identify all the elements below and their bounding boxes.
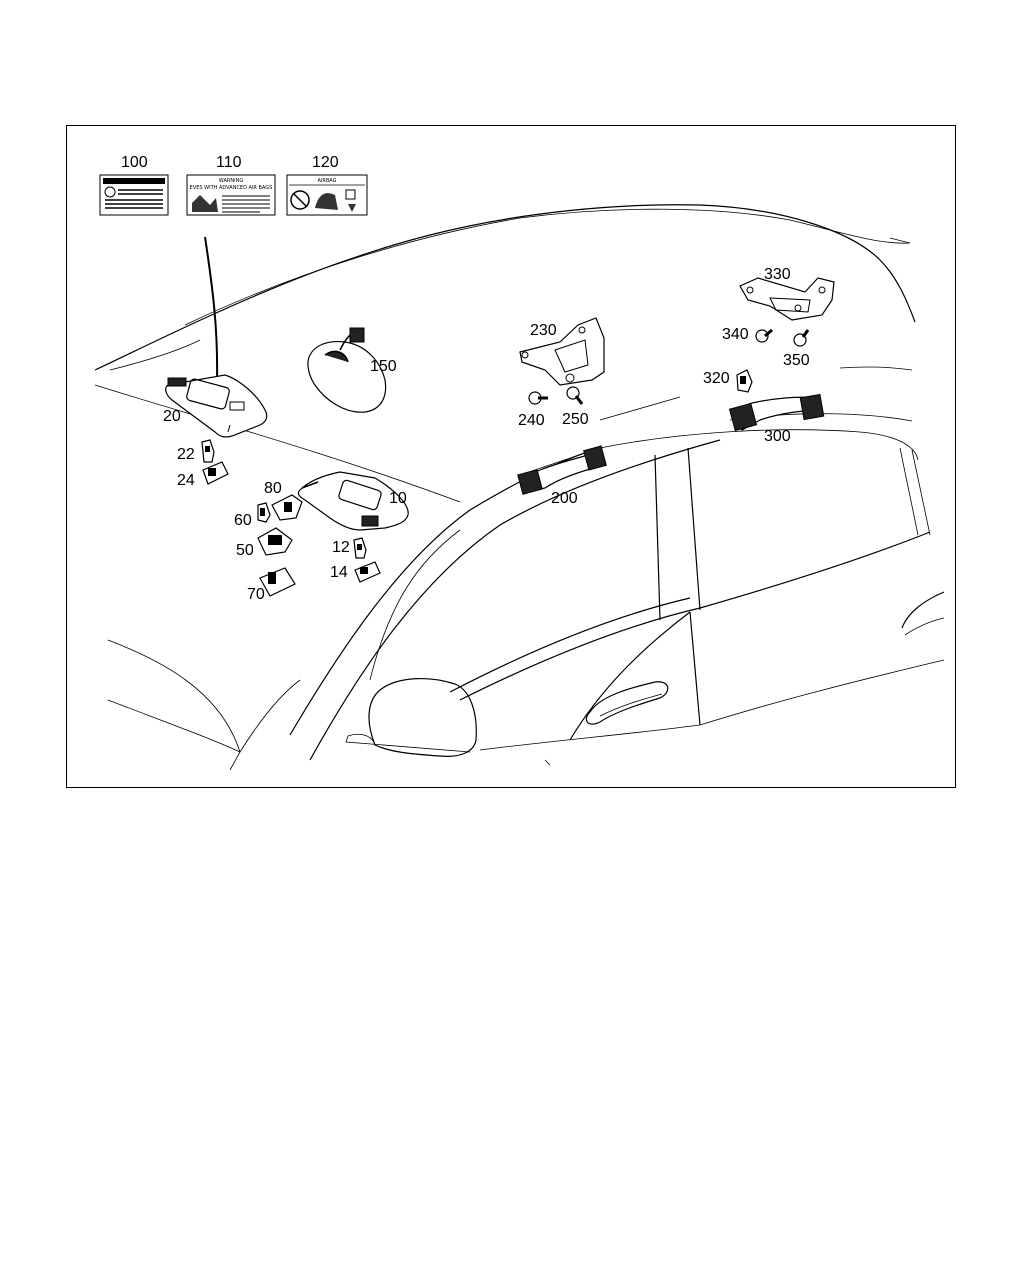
cover-24 <box>202 461 229 485</box>
callout-230: 230 <box>530 322 557 339</box>
label-110-heading: WARNING <box>219 178 244 184</box>
callout-200: 200 <box>551 490 578 507</box>
callout-24: 24 <box>177 472 195 489</box>
callout-50: 50 <box>236 542 254 559</box>
clip-60 <box>257 502 271 523</box>
warning-label-100 <box>99 174 169 216</box>
callout-12: 12 <box>332 539 350 556</box>
screw-240 <box>528 391 548 405</box>
callout-350: 350 <box>783 352 810 369</box>
screw-340 <box>755 328 773 343</box>
label-110-subheading: EVES WITH ADVANCED AIR BAGS <box>190 185 273 191</box>
callout-110: 110 <box>216 154 242 171</box>
callout-320: 320 <box>703 370 730 387</box>
warning-label-120: AIRBAG <box>286 174 368 216</box>
diagram-frame <box>66 125 956 788</box>
cover-14 <box>354 561 381 583</box>
bracket-80 <box>271 494 303 521</box>
clip-22 <box>201 439 215 463</box>
callout-300: 300 <box>764 428 791 445</box>
callout-22: 22 <box>177 446 195 463</box>
sun-visor-left <box>165 374 268 438</box>
warning-label-110: WARNING EVES WITH ADVANCED AIR BAGS <box>186 174 276 216</box>
clip-12 <box>353 537 367 559</box>
callout-labels: 100 110 120 20 22 24 80 60 50 70 10 12 1… <box>121 154 810 603</box>
callout-340: 340 <box>722 326 749 343</box>
bracket-230 <box>519 317 605 386</box>
callout-240: 240 <box>518 412 545 429</box>
callout-100: 100 <box>121 154 148 171</box>
grab-handle-200 <box>517 445 607 495</box>
cover-70 <box>259 567 296 597</box>
rearview-mirror-150 <box>307 327 387 413</box>
bracket-330 <box>739 277 835 321</box>
screw-250 <box>566 386 584 405</box>
callout-330: 330 <box>764 266 791 283</box>
callout-14: 14 <box>330 564 348 581</box>
screw-350 <box>793 329 810 347</box>
callout-70: 70 <box>247 586 265 603</box>
callout-80: 80 <box>264 480 282 497</box>
callout-250: 250 <box>562 411 589 428</box>
mount-50 <box>257 527 293 556</box>
callout-20: 20 <box>163 408 181 425</box>
grab-handle-300 <box>728 393 825 432</box>
callout-60: 60 <box>234 512 252 529</box>
callout-120: 120 <box>312 154 339 171</box>
callout-150: 150 <box>370 358 397 375</box>
label-120-heading: AIRBAG <box>317 178 336 184</box>
sun-visor-right <box>297 471 409 531</box>
callout-10: 10 <box>389 490 407 507</box>
clip-320 <box>736 369 753 393</box>
